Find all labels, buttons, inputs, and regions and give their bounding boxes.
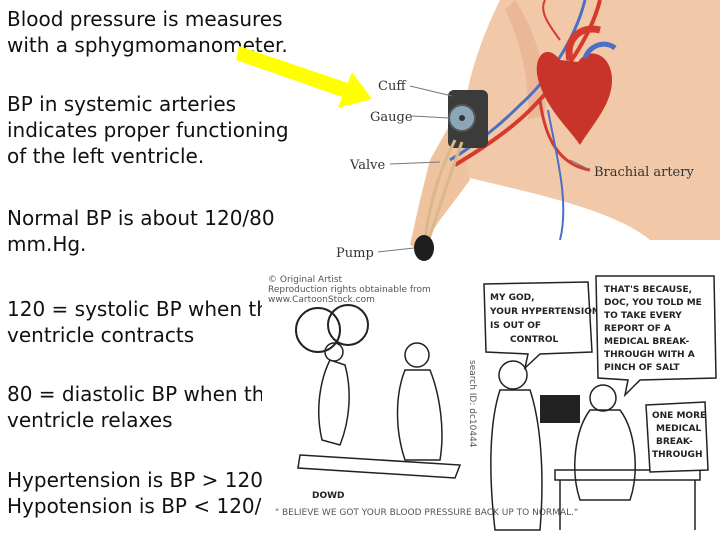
label-gauge: Gauge [370,110,413,125]
tube-2 [426,141,464,243]
bubble-left-line-3: IS OUT OF [490,321,541,331]
brachial-leader [569,159,591,171]
magnifier-right [327,304,369,346]
cuff-leader [409,85,453,97]
pump-bulb [414,235,434,261]
patient-head [324,342,344,362]
bubble-left-line-1: MY GOD, [490,293,535,303]
cartoon-signature: DOWD [312,491,345,501]
vein-branch [547,109,565,241]
aorta [565,25,601,61]
search-id: search ID: dc10444 [467,360,477,448]
magnifier-left [295,307,341,353]
copyright-line-2: Reproduction rights obtainable from [268,285,431,295]
patient-right-head [589,384,617,412]
label-pump: Pump [336,246,374,261]
tube-1 [423,139,457,241]
bp-machine [540,395,580,423]
text-normal-bp: Normal BP is about 120/80 mm.Hg. [7,206,275,256]
heart [536,51,612,146]
text-systolic: 120 = systolic BP when the ventricle con… [7,297,281,347]
valve-leader [389,161,441,165]
gauge-leader [411,115,450,119]
speech-bubble-left [483,281,593,371]
artery-branch [542,0,561,41]
bubble-right-line-5: MEDICAL BREAK- [604,337,689,347]
bubble-right-line-7: PINCH OF SALT [604,363,680,373]
newspaper-line-4: THROUGH [652,450,702,460]
doctor-figure [396,369,443,461]
bubble-right-line-2: DOC, YOU TOLD ME [604,298,702,308]
newspaper-line-1: ONE MORE [652,411,706,421]
bubble-right-line-3: TO TAKE EVERY [604,311,682,321]
copyright-line-1: © Original Artist [268,275,343,285]
artery-main [453,0,602,167]
bubble-right-line-4: REPORT OF A [604,324,671,334]
newspaper-line-2: MEDICAL [656,424,701,434]
patient-right-figure [574,409,636,501]
label-valve: Valve [349,158,385,173]
gauge-center [459,115,465,121]
doctor-head [404,342,430,368]
bubble-left-line-4: CONTROL [510,335,559,345]
bubble-right-line-1: THAT'S BECAUSE, [604,285,692,295]
text-systemic-arteries: BP in systemic arteries indicates proper… [7,92,289,168]
doctor-right-head [498,360,528,390]
text-diastolic: 80 = diastolic BP when the ventricle rel… [7,382,277,432]
bubble-right-line-6: THROUGH WITH A [604,350,695,360]
doctor-right-figure [490,389,543,531]
newspaper-line-3: BREAK- [656,437,693,447]
bubble-left-line-2: YOUR HYPERTENSION [489,307,599,317]
label-cuff: Cuff [378,79,407,94]
copyright-line-3: www.CartoonStock.com [268,295,375,305]
cartoon-illustration: © Original Artist Reproduction rights ob… [262,268,720,538]
pump-leader [377,247,415,253]
arm-anatomy-illustration: Cuff Gauge Valve Pump Brachial artery [236,0,720,261]
newspaper [645,401,709,473]
cartoon-caption: " BELIEVE WE GOT YOUR BLOOD PRESSURE BAC… [275,508,578,518]
stretcher [297,454,462,479]
pulmonary-vessel [582,41,617,60]
label-brachial-artery: Brachial artery [594,165,694,180]
patient-figure [318,359,350,446]
speech-bubble-right [595,275,717,398]
yellow-arrow [236,46,372,108]
